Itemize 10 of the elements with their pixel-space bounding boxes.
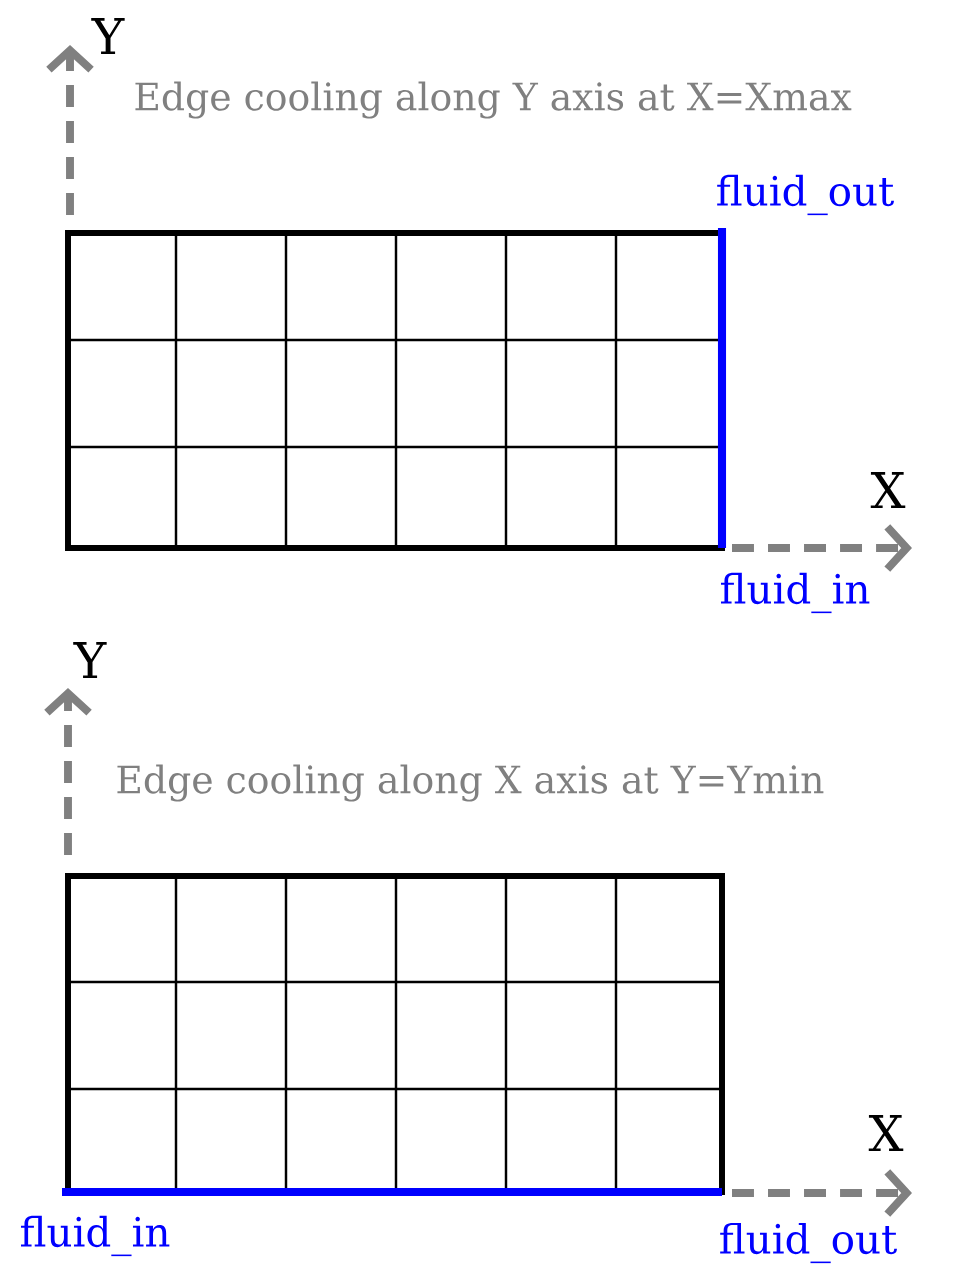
port-label: fluid_out <box>717 174 894 216</box>
axis-label: Y <box>91 18 125 54</box>
axis-label: X <box>868 1115 904 1151</box>
panel-heading: Edge cooling along X axis at Y=Ymin <box>117 764 824 802</box>
port-label: fluid_out <box>720 1222 897 1264</box>
port-label: fluid_in <box>721 572 870 614</box>
port-label: fluid_in <box>21 1215 170 1257</box>
axis-label: Y <box>73 642 107 678</box>
axis-label: X <box>870 472 906 508</box>
panel-heading: Edge cooling along Y axis at X=Xmax <box>135 81 852 119</box>
